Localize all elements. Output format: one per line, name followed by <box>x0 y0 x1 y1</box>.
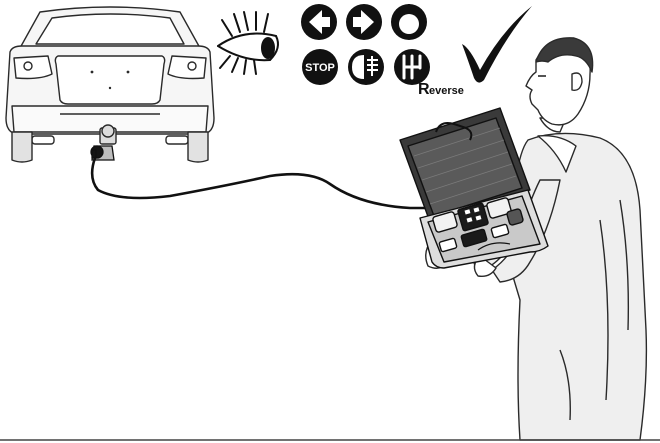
reverse-light-icon: R everse <box>394 49 464 98</box>
rear-fog-light-icon <box>348 49 384 85</box>
checkmark-icon <box>462 6 532 83</box>
stop-light-icon: STOP <box>302 49 338 85</box>
hazard-light-icon <box>391 4 427 40</box>
car-rear-view <box>6 7 214 162</box>
right-indicator-icon <box>346 4 382 40</box>
stop-label: STOP <box>305 62 335 74</box>
trailer-tester-case <box>400 108 548 268</box>
reverse-label: everse <box>429 85 464 97</box>
eye-icon <box>218 12 278 74</box>
left-indicator-icon <box>301 4 337 40</box>
test-cable <box>92 158 432 208</box>
